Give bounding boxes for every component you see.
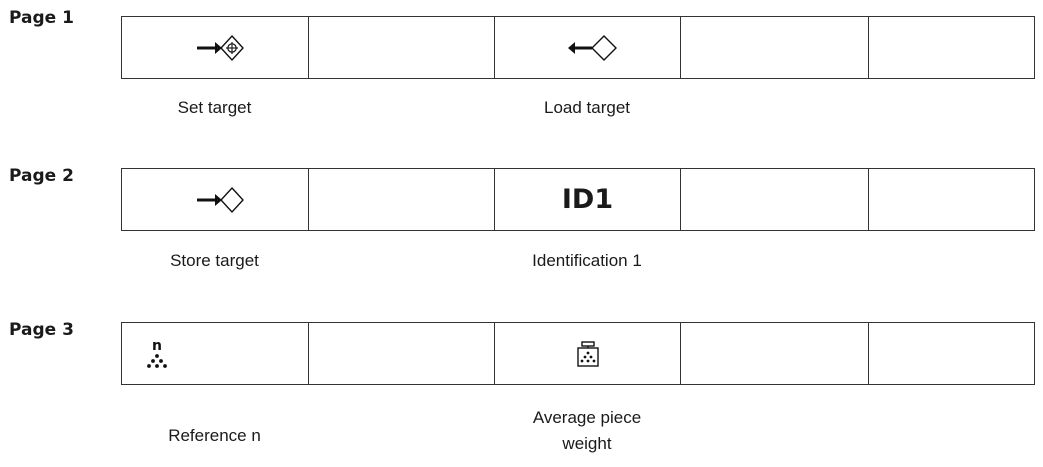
- empty-key[interactable]: [309, 323, 495, 384]
- empty-key[interactable]: [681, 323, 869, 384]
- store-target-key[interactable]: [122, 169, 309, 230]
- empty-key[interactable]: [681, 17, 869, 78]
- store-target-icon: [197, 186, 244, 213]
- reference-n-icon: n: [147, 338, 167, 368]
- average-piece-weight-key[interactable]: [495, 323, 681, 384]
- average-piece-weight-caption: Average piece weight: [494, 405, 680, 457]
- page-3-label: Page 3: [9, 320, 74, 340]
- svg-text:n: n: [152, 338, 162, 354]
- empty-key[interactable]: [309, 169, 495, 230]
- page-3-softkey-bar: n: [121, 322, 1035, 385]
- reference-n-caption: Reference n: [168, 426, 261, 445]
- average-piece-weight-icon: [576, 340, 599, 367]
- empty-key[interactable]: [681, 169, 869, 230]
- empty-key[interactable]: [309, 17, 495, 78]
- page-1-label: Page 1: [9, 8, 74, 28]
- average-piece-weight-caption-line-1: Average piece: [532, 408, 642, 427]
- store-target-caption: Store target: [170, 251, 259, 270]
- page-2-softkey-bar: ID1: [121, 168, 1035, 231]
- id1-label: ID1: [561, 184, 614, 215]
- set-target-key[interactable]: [122, 17, 309, 78]
- load-target-icon: [567, 34, 617, 61]
- empty-key[interactable]: [869, 323, 1034, 384]
- identification-1-caption: Identification 1: [532, 251, 642, 270]
- page-1-softkey-bar: [121, 16, 1035, 79]
- empty-key[interactable]: [869, 17, 1034, 78]
- set-target-icon: [197, 34, 244, 61]
- set-target-caption: Set target: [177, 98, 252, 117]
- empty-key[interactable]: [869, 169, 1034, 230]
- load-target-key[interactable]: [495, 17, 681, 78]
- identification-1-key[interactable]: ID1: [495, 169, 681, 230]
- load-target-caption: Load target: [543, 98, 630, 117]
- average-piece-weight-caption-line-2: weight: [562, 434, 612, 453]
- page-2-label: Page 2: [9, 166, 74, 186]
- reference-n-key[interactable]: n: [122, 323, 309, 384]
